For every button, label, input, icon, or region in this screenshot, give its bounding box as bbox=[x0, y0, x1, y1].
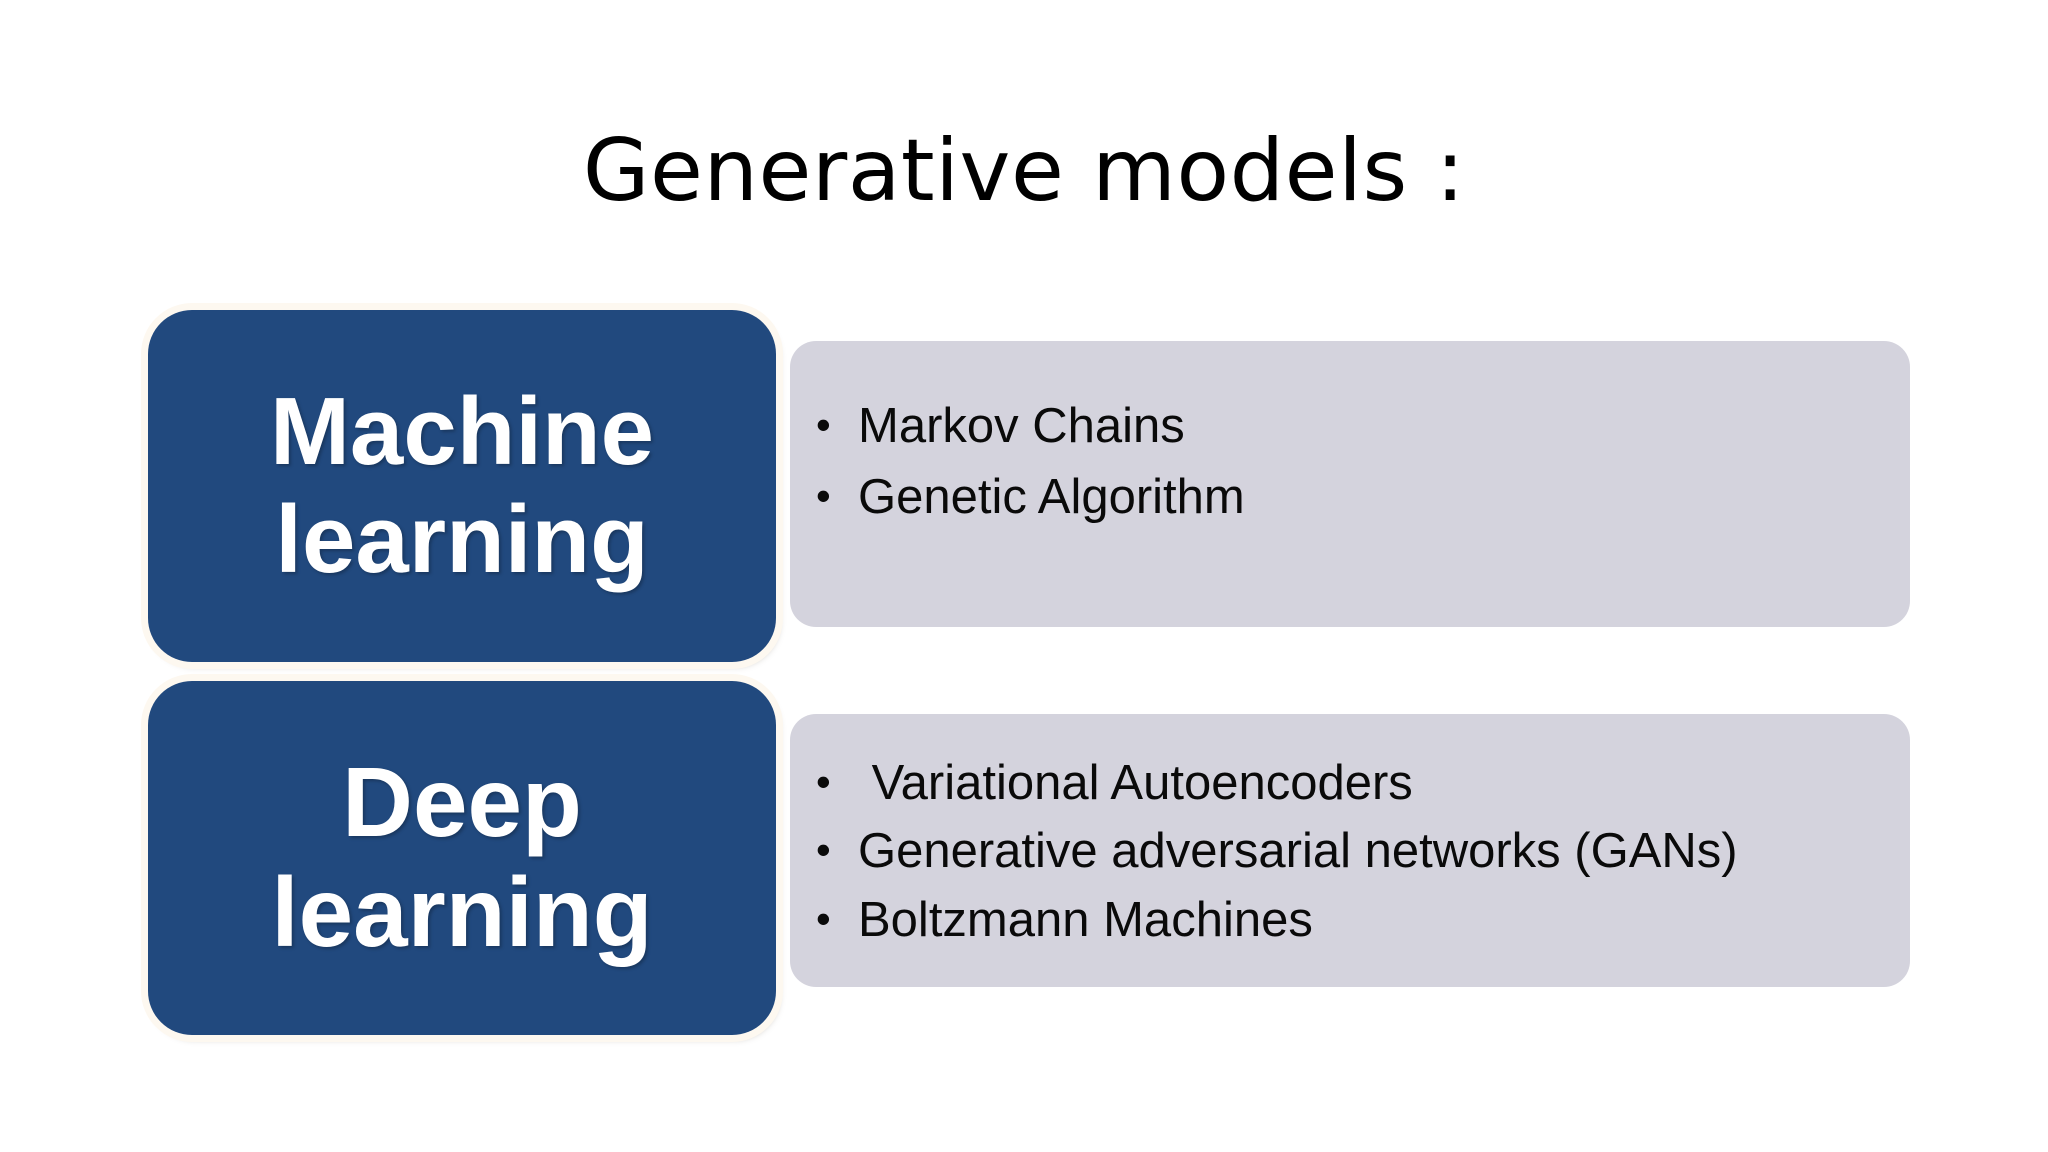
list-item: • Variational Autoencoders bbox=[790, 756, 1910, 811]
category-box-machine-learning[interactable]: Machine learning bbox=[148, 310, 776, 662]
category-box-deep-learning[interactable]: Deep learning bbox=[148, 681, 776, 1035]
bullet-icon: • bbox=[816, 826, 831, 874]
bullet-icon: • bbox=[816, 472, 831, 520]
category-label-deep-learning: Deep learning bbox=[271, 747, 653, 967]
list-item-label: Variational Autoencoders bbox=[858, 756, 1413, 810]
category-label-machine-learning: Machine learning bbox=[269, 378, 655, 593]
page-title: Generative models : bbox=[582, 121, 1466, 221]
list-item: • Generative adversarial networks (GANs) bbox=[790, 824, 1910, 879]
list-item: • Genetic Algorithm bbox=[790, 470, 1910, 525]
bullet-icon: • bbox=[816, 894, 831, 942]
items-list-deep-learning: • Variational Autoencoders • Generative … bbox=[790, 756, 1910, 961]
items-list-machine-learning: • Markov Chains • Genetic Algorithm bbox=[790, 399, 1910, 542]
bullet-icon: • bbox=[816, 401, 831, 448]
bullet-icon: • bbox=[816, 758, 831, 805]
list-item-label: Markov Chains bbox=[858, 399, 1185, 453]
list-item-label: Generative adversarial networks (GANs) bbox=[858, 824, 1738, 879]
items-panel-machine-learning: • Markov Chains • Genetic Algorithm bbox=[790, 341, 1910, 627]
list-item-label: Boltzmann Machines bbox=[858, 892, 1313, 947]
list-item-label: Genetic Algorithm bbox=[858, 470, 1245, 525]
items-panel-deep-learning: • Variational Autoencoders • Generative … bbox=[790, 714, 1910, 987]
list-item: • Markov Chains bbox=[790, 399, 1910, 454]
list-item: • Boltzmann Machines bbox=[790, 893, 1910, 948]
